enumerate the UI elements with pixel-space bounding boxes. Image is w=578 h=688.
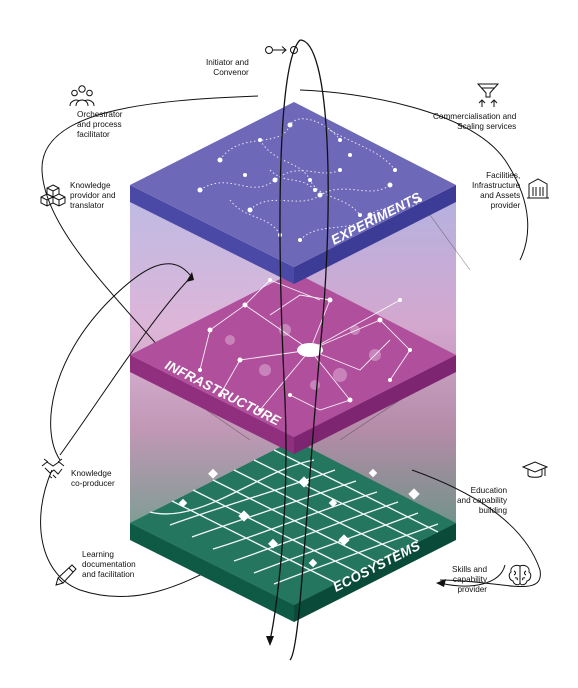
left-arrow <box>59 272 194 456</box>
pencil-icon <box>55 564 77 586</box>
flow-arrow-icon <box>265 46 298 54</box>
right-arrow <box>436 564 506 587</box>
brain-icon <box>508 564 532 586</box>
building-icon <box>527 178 549 199</box>
layer-infrastructure: INFRASTRUCTURE <box>130 272 456 454</box>
layer-ecosystems: ECOSYSTEMS <box>130 440 456 622</box>
connector-lines-top <box>429 214 471 271</box>
graduation-cap-icon <box>522 461 548 478</box>
orbit-lines <box>40 89 541 598</box>
loop-arrow-head <box>266 636 274 646</box>
handshake-icon <box>41 458 65 479</box>
cubes-icon <box>40 184 66 207</box>
funnel-icon <box>476 83 500 107</box>
people-group-icon <box>69 85 95 107</box>
main-orbit-loop <box>269 39 329 661</box>
